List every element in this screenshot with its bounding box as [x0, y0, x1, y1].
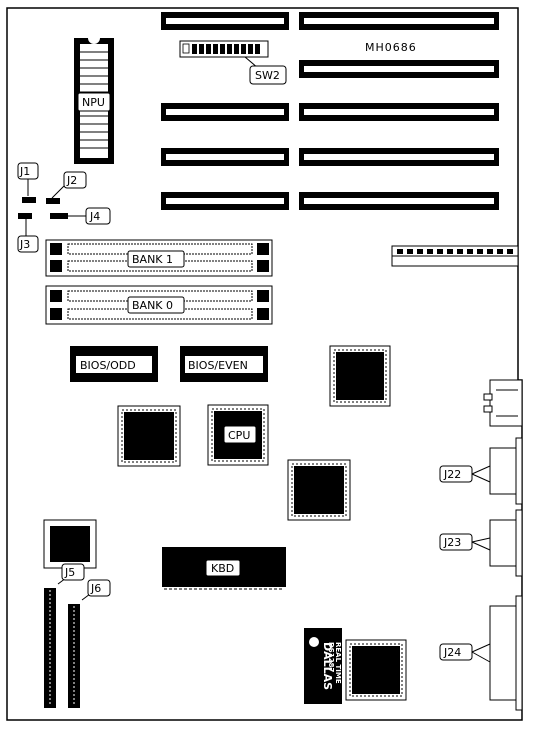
rtc-part: DS1287 — [327, 642, 335, 672]
memory-bank-0 — [45, 285, 273, 325]
sw2-dip-switch — [179, 40, 287, 85]
kbd-label: KBD — [211, 562, 234, 575]
bank1-label: BANK 1 — [132, 253, 173, 266]
chip-lower-left — [43, 519, 97, 569]
bios-even-label: BIOS/EVEN — [188, 359, 248, 372]
j6-label: J6 — [90, 582, 101, 595]
connector-j23 — [439, 509, 523, 577]
rtc-chip — [304, 628, 342, 704]
chip-bottom — [345, 639, 407, 701]
j4-label: J4 — [89, 210, 100, 223]
bios-even-chip — [180, 346, 268, 382]
board-model-label: MH0686 — [365, 41, 417, 54]
connector-j22 — [439, 437, 523, 505]
bios-odd-label: BIOS/ODD — [80, 359, 136, 372]
npu-socket — [74, 38, 114, 164]
expansion-slots-right — [299, 12, 499, 210]
bank0-label: BANK 0 — [132, 299, 173, 312]
jumper-j4 — [50, 207, 111, 225]
header-block — [391, 245, 519, 267]
chip-center — [287, 459, 351, 521]
chip-left-middle — [117, 405, 181, 467]
chip-top-right — [329, 345, 391, 407]
header-j5 — [44, 563, 85, 708]
rtc-brand: DALLAS — [321, 642, 334, 690]
header-j6 — [68, 579, 111, 708]
j1-label: J1 — [19, 165, 30, 178]
j5-label: J5 — [64, 566, 75, 579]
expansion-slots-left — [161, 12, 289, 210]
kbd-chip — [162, 547, 286, 590]
cpu-chip — [207, 404, 269, 466]
keyboard-port — [483, 379, 523, 427]
j22-label: J22 — [443, 468, 461, 481]
cpu-label: CPU — [228, 429, 250, 442]
jumper-j1 — [17, 162, 39, 203]
jumper-j3 — [17, 213, 39, 253]
rtc-line: REAL TIME — [334, 642, 342, 684]
jumper-j2 — [46, 171, 87, 204]
bios-odd-chip — [70, 346, 158, 382]
j23-label: J23 — [443, 536, 461, 549]
memory-bank-1 — [45, 239, 273, 277]
j2-label: J2 — [66, 174, 77, 187]
j3-label: J3 — [19, 238, 30, 251]
j24-label: J24 — [443, 646, 461, 659]
sw2-label: SW2 — [255, 69, 280, 82]
connector-j24 — [439, 595, 523, 711]
npu-label: NPU — [82, 96, 105, 109]
